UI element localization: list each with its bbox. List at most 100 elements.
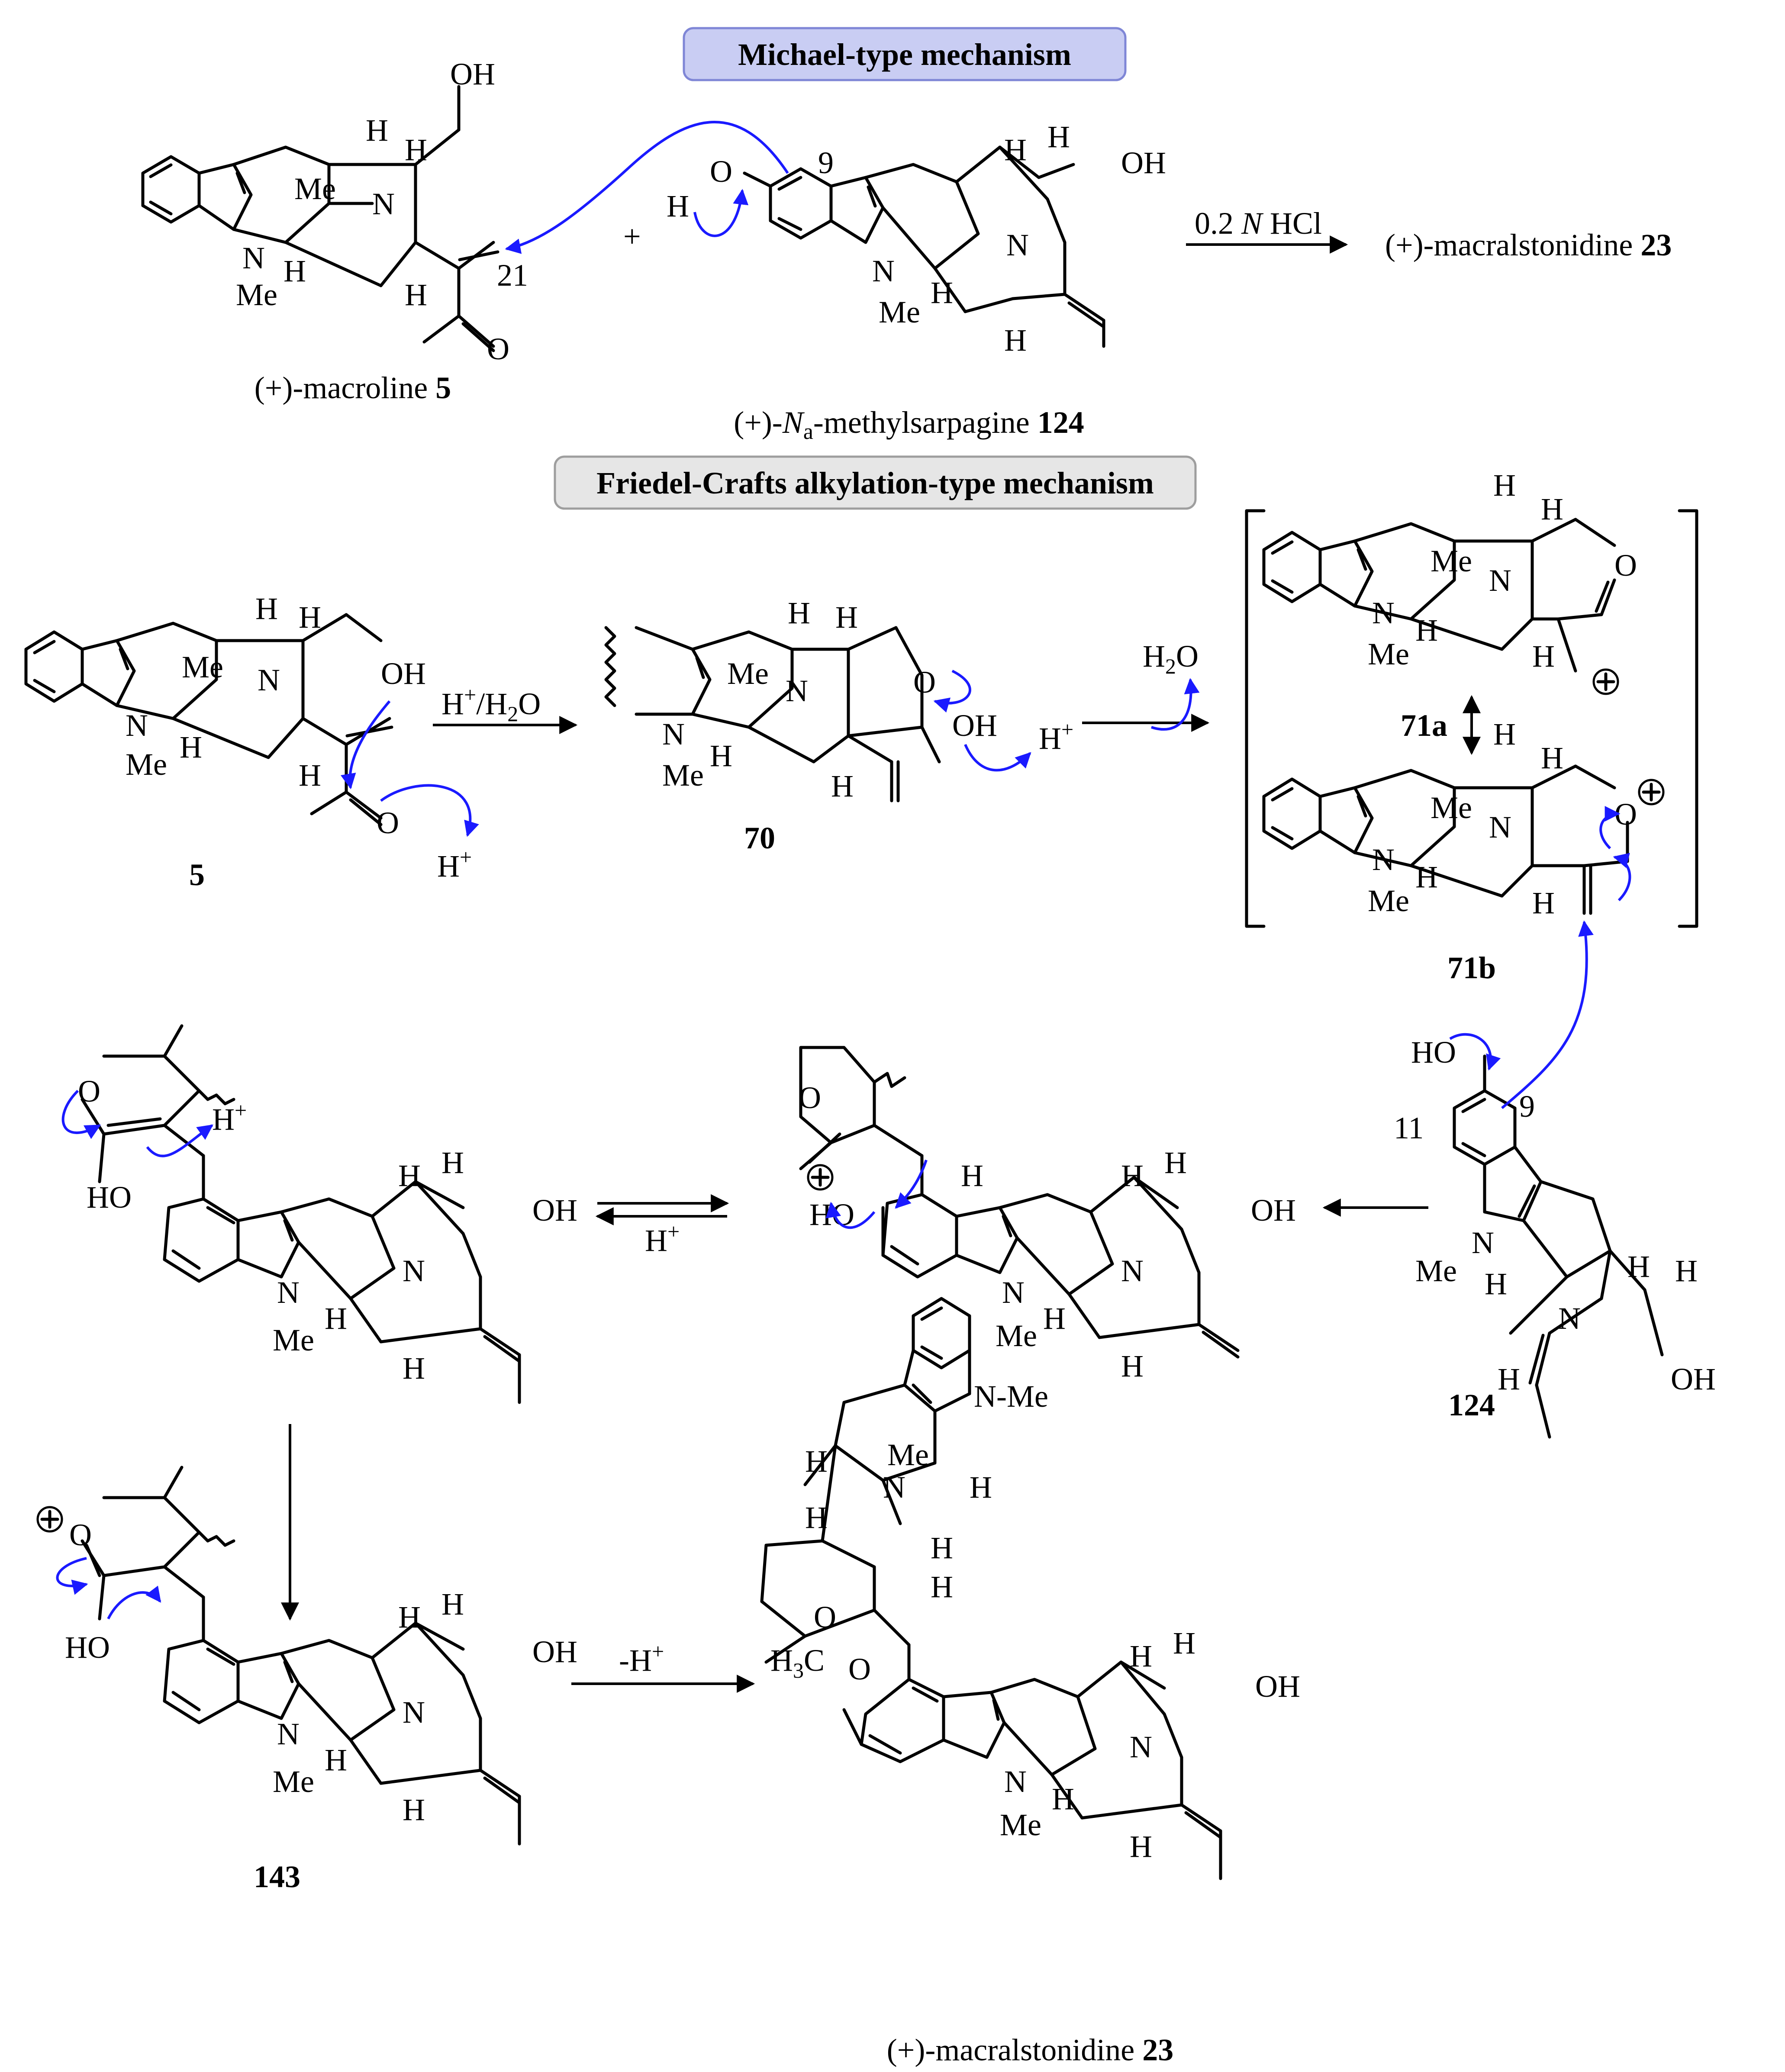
methylsarpagine-label: (+)-Na-methylsarpagine 124 [734, 405, 1084, 444]
oxygen-push-arrow [1599, 806, 1621, 850]
atom-n: N [1002, 1275, 1025, 1310]
compound-71a-structure: N Me N Me H H H H O [1262, 468, 1637, 695]
atom-h: H [931, 1569, 953, 1604]
compound-70-structure: N Me N Me H H H H O OH H+ [604, 596, 1073, 803]
atom-me: Me [1431, 544, 1472, 578]
atom-h: H [1121, 1349, 1144, 1383]
oxonium-arrow [933, 670, 971, 713]
atom-me: Me [273, 1764, 314, 1799]
atom-h3c: H3C [770, 1643, 825, 1682]
atom-n: N [242, 241, 265, 275]
atom-n: N [403, 1254, 425, 1288]
atom-h-plus: H+ [212, 1098, 247, 1137]
atom-n: N [1004, 1764, 1027, 1799]
macralstonidine-bottom-label: (+)-macralstonidine 23 [887, 2033, 1173, 2067]
macroline-label: (+)-macroline 5 [255, 371, 451, 405]
atom-oh: OH [1251, 1193, 1296, 1228]
atom-me: Me [126, 747, 167, 782]
friedel-crafts-attack-arrow [1501, 920, 1594, 1109]
atom-h: H [1130, 1829, 1152, 1864]
atom-h: H [805, 1500, 828, 1535]
michael-header: Michael-type mechanism [683, 27, 1127, 81]
atom-me: Me [1368, 637, 1409, 671]
compound-70-label: 70 [744, 821, 775, 855]
atom-oh: OH [952, 708, 997, 743]
atom-n: N [1006, 228, 1029, 262]
atom-oh: OH [1255, 1669, 1300, 1704]
atom-h: H [1164, 1145, 1187, 1180]
compound-71b-structure: N Me N Me H H H H O [1262, 717, 1665, 920]
atom-h: H [788, 596, 810, 630]
atom-h: H [1532, 886, 1555, 920]
h-h2o-condition: H+/H2O [441, 683, 541, 726]
atom-h: H [667, 189, 689, 223]
atom-oh: OH [532, 1193, 577, 1228]
atom-h: H [1532, 639, 1555, 673]
atom-oh: OH [1121, 145, 1166, 180]
atom-h: H [1121, 1158, 1144, 1193]
atom-h: H [1627, 1249, 1650, 1284]
atom-h-plus: H+ [437, 845, 472, 883]
compound-124-label: 124 [1448, 1388, 1495, 1422]
atom-n: N [277, 1717, 300, 1751]
enol-ether-intermediate-structure: O H+ HO N Me N H H H H OH [78, 1024, 577, 1404]
positive-charge-icon [807, 1164, 834, 1191]
compound-5-structure: N Me N Me H H H H OH O H+ [24, 591, 472, 883]
atom-me: Me [1000, 1808, 1041, 1842]
oxonium-arrow [56, 1557, 88, 1595]
atom-h: H [1498, 1362, 1520, 1396]
plus-sign: + [623, 219, 641, 254]
enol-ether-arrow [61, 1089, 101, 1139]
atom-o: O [848, 1652, 871, 1686]
atom-h: H [1173, 1626, 1195, 1660]
atom-o: O [799, 1080, 821, 1115]
atom-ho: HO [65, 1630, 110, 1665]
atom-oh: OH [381, 656, 426, 691]
atom-n: N [258, 663, 280, 697]
atom-h: H [405, 277, 427, 312]
atom-h: H [398, 1600, 421, 1634]
atom-o: O [710, 154, 732, 189]
atom-h: H [325, 1301, 347, 1336]
atom-h: H [405, 132, 427, 167]
oh-arrow [693, 189, 749, 237]
label-11: 11 [1394, 1111, 1424, 1145]
hcl-condition: 0.2 N HCl [1195, 206, 1322, 241]
rearomatization-arrow [895, 1160, 928, 1209]
atom-me: Me [182, 650, 223, 684]
protonation-arrow [146, 1124, 213, 1157]
atom-h: H [831, 769, 854, 803]
atom-h: H [255, 591, 278, 626]
atom-ho: HO [87, 1180, 132, 1215]
equilibrium-condition: H+ [645, 1219, 680, 1258]
atom-n: N [662, 717, 685, 751]
atom-me: Me [662, 758, 704, 793]
atom-h: H [325, 1743, 347, 1777]
atom-h: H [931, 1531, 953, 1565]
atom-n: N [403, 1695, 425, 1730]
atom-h: H [180, 730, 202, 764]
macroline-structure: N Me N Me H H H H OH 21 O [141, 57, 528, 366]
atom-n: N [126, 708, 148, 743]
leaving-group-arrow [964, 744, 1031, 772]
positive-charge-icon [1638, 779, 1665, 806]
atom-h: H [284, 254, 306, 288]
atom-h: H [805, 1444, 828, 1479]
atom-n: N [1472, 1225, 1494, 1260]
macralstonidine-top-label: (+)-macralstonidine 23 [1385, 228, 1672, 262]
compound-71a-label: 71a [1401, 708, 1447, 743]
atom-h: H [1130, 1639, 1152, 1673]
atom-o: O [377, 806, 399, 840]
atom-n-me: N-Me [974, 1379, 1048, 1414]
michael-arrow [505, 121, 789, 254]
atom-h: H [398, 1158, 421, 1193]
ring-closure-arrow [340, 700, 391, 789]
atom-me: Me [236, 277, 277, 312]
compound-5-label: 5 [189, 857, 205, 892]
atom-me: Me [1431, 790, 1472, 825]
label-21: 21 [497, 258, 528, 293]
atom-h: H [403, 1351, 425, 1386]
atom-h: H [970, 1470, 992, 1505]
michael-header-text: Michael-type mechanism [738, 37, 1071, 72]
atom-me: Me [294, 171, 336, 206]
